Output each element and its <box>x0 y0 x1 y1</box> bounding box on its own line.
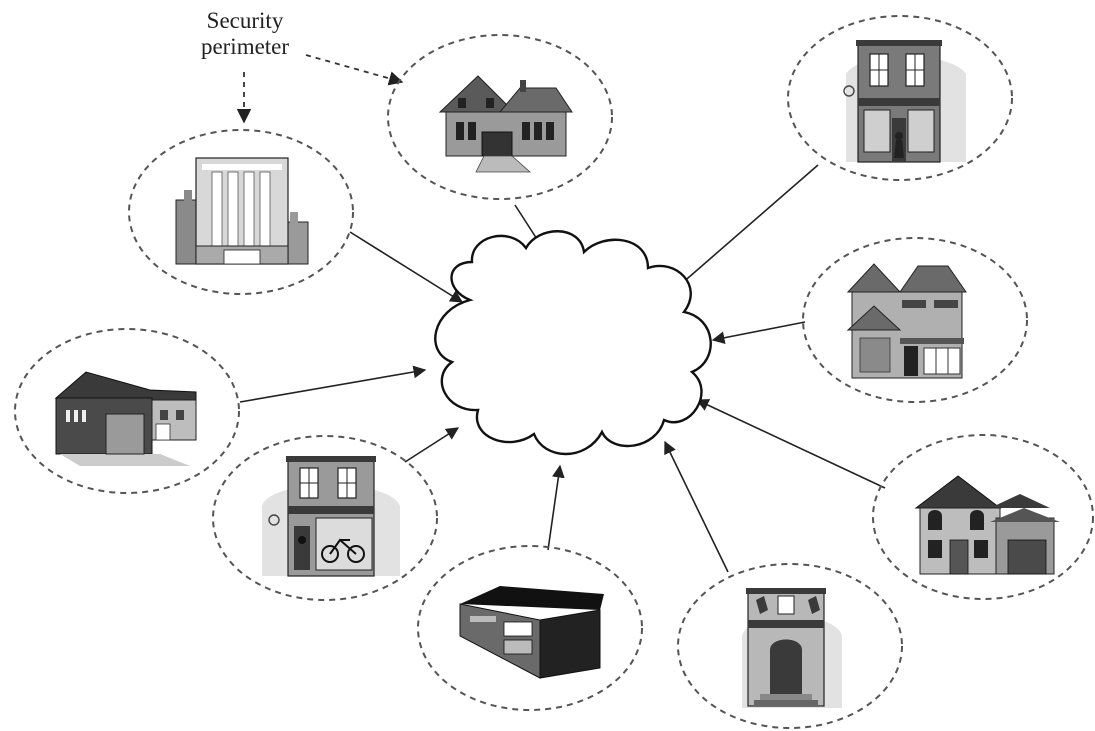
perimeter-bike-shop <box>212 435 438 601</box>
perimeter-family-house <box>872 434 1094 600</box>
connection-bike-shop <box>404 427 460 463</box>
townhouse-icon <box>742 588 842 708</box>
connection-lines <box>239 164 886 573</box>
perimeter-two-story-house <box>802 237 1028 403</box>
security-perimeter-label-line1: Security <box>206 8 284 33</box>
perimeter-suburban-house <box>387 34 613 200</box>
office-tower-icon <box>175 157 309 265</box>
two-story-house-icon <box>846 263 967 379</box>
callout-arrow-right <box>305 54 404 86</box>
security-perimeter-label-line2: perimeter <box>200 34 290 59</box>
suburban-house-icon <box>438 75 573 173</box>
perimeter-townhouse <box>677 563 903 729</box>
security-perimeter-callout <box>236 54 404 124</box>
internet-cloud <box>434 230 712 456</box>
bike-shop-icon <box>262 456 400 577</box>
security-perimeters <box>14 15 1094 729</box>
storefront-icon <box>843 40 966 163</box>
connection-office-tower <box>349 231 464 303</box>
perimeter-warehouse <box>14 328 240 494</box>
connection-two-story-house <box>711 321 806 345</box>
modern-building-icon <box>459 586 604 679</box>
warehouse-icon <box>54 371 197 466</box>
connection-storefront <box>664 164 819 299</box>
house-with-garage-icon <box>914 475 1060 575</box>
connection-family-house <box>695 399 886 489</box>
perimeter-modern-building <box>417 545 643 711</box>
connection-warehouse <box>239 365 427 403</box>
security-perimeter-label: Security perimeter <box>188 8 302 60</box>
connection-townhouse <box>664 440 729 573</box>
perimeter-office-tower <box>128 129 354 295</box>
perimeter-storefront <box>787 15 1013 181</box>
connection-modern-building <box>547 464 565 551</box>
